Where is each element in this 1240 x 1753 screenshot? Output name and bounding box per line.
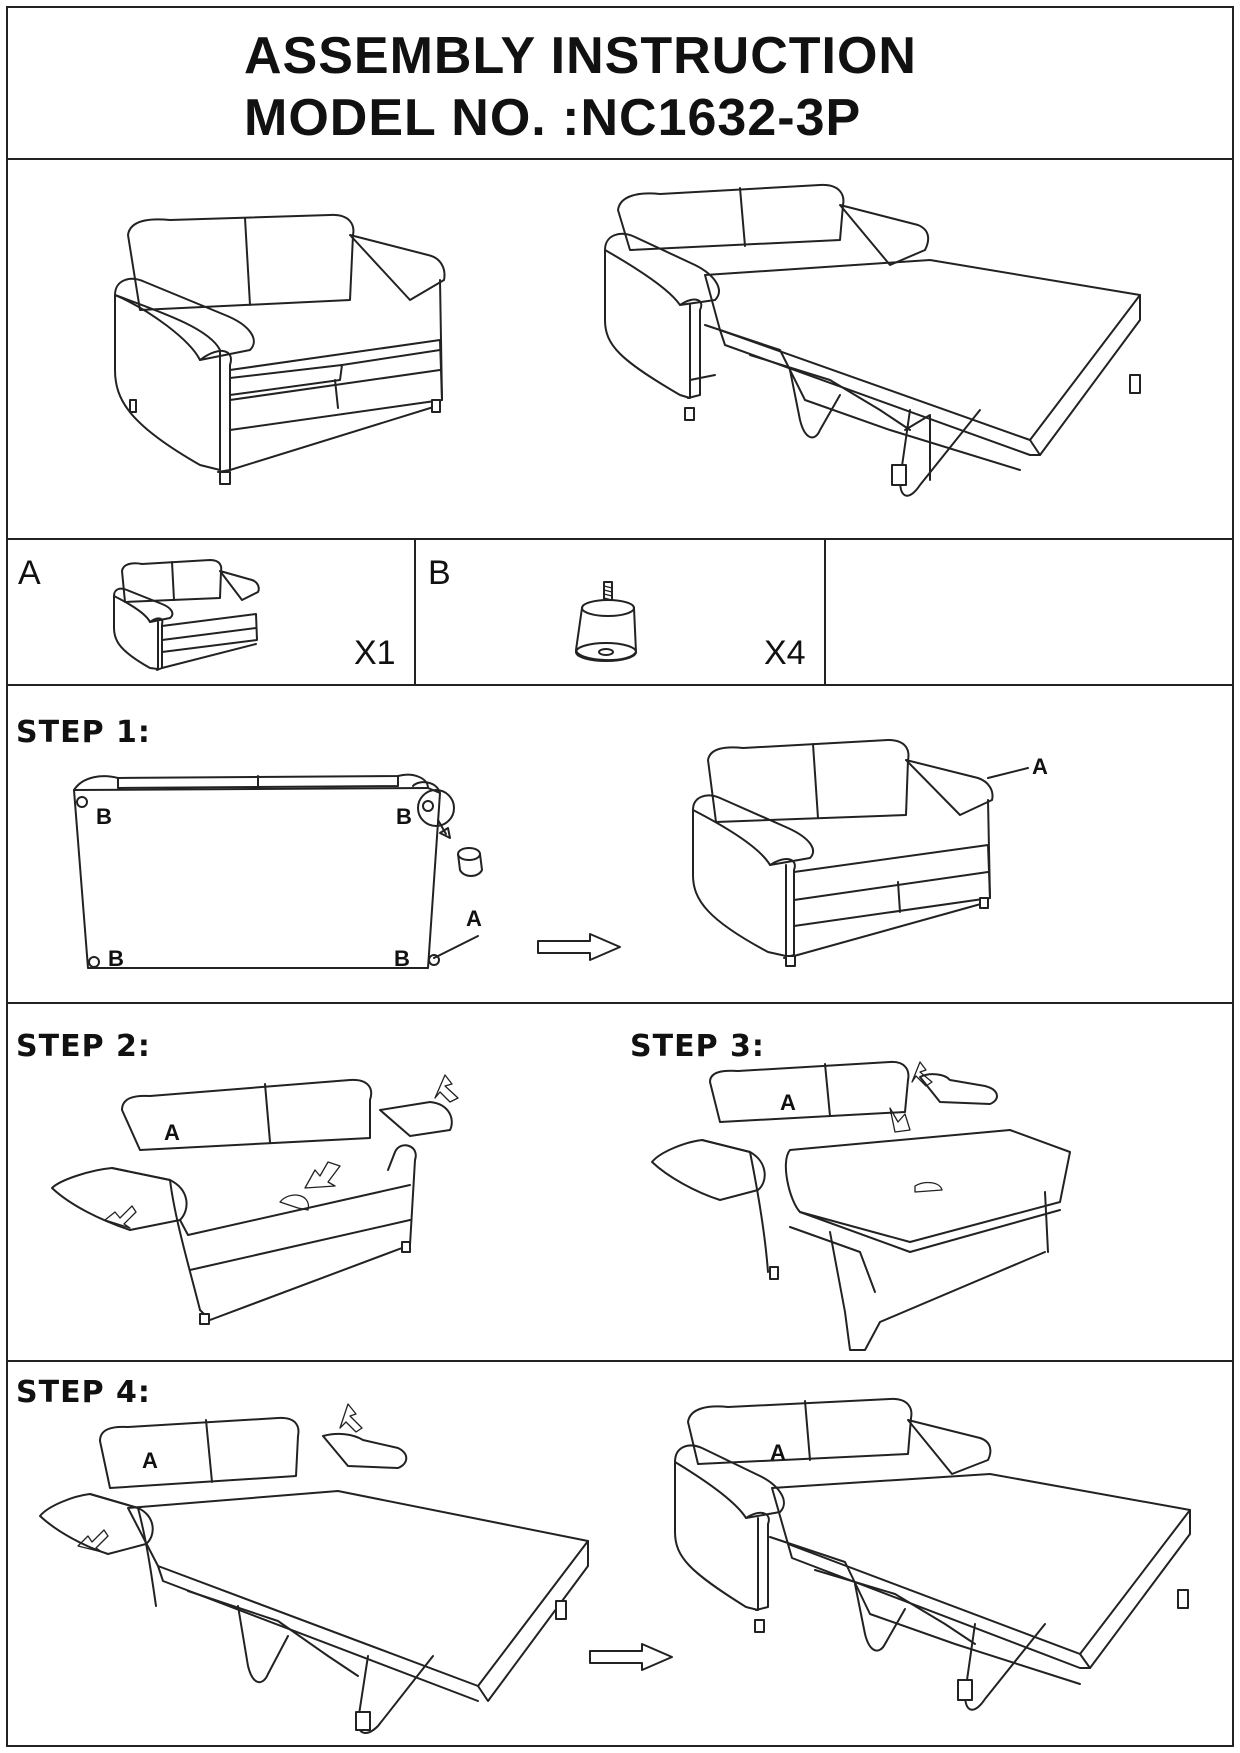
sofa-bed-open-illustration xyxy=(604,183,1141,497)
callout-a: A xyxy=(164,1120,180,1145)
step-2-label: STEP 2: xyxy=(16,1029,151,1064)
callout-b: B xyxy=(394,946,410,971)
callout-b: B xyxy=(108,946,124,971)
divider xyxy=(6,1360,1234,1362)
part-b-letter: B xyxy=(428,554,451,592)
page-frame xyxy=(6,6,1234,1747)
part-a-letter: A xyxy=(18,554,41,592)
step-4-result-sofa-bed-illustration xyxy=(674,1397,1191,1711)
callout-a: A xyxy=(1032,754,1048,779)
right-arrow-icon xyxy=(537,933,621,961)
divider xyxy=(6,684,1234,686)
divider xyxy=(6,1002,1234,1004)
step-1-bottom-view-illustration xyxy=(73,773,483,969)
divider xyxy=(6,158,1234,160)
sofa-icon xyxy=(113,559,260,671)
callout-a: A xyxy=(466,906,482,931)
step-4-unfold-bed-illustration xyxy=(39,1403,589,1734)
callout-b: B xyxy=(96,804,112,829)
callout-a: A xyxy=(770,1440,786,1465)
callout-a: A xyxy=(142,1448,158,1473)
foot-peg-icon xyxy=(575,581,637,662)
step-2-remove-cushions-illustration xyxy=(51,1074,459,1325)
divider xyxy=(6,538,1234,540)
step-3-pull-out-bed-illustration xyxy=(651,1060,1071,1351)
document-title: ASSEMBLY INSTRUCTION xyxy=(244,27,917,85)
model-number: MODEL NO. :NC1632-3P xyxy=(244,89,862,147)
right-arrow-icon xyxy=(589,1643,673,1671)
part-a-quantity: X1 xyxy=(354,634,396,672)
sofa-closed-illustration xyxy=(114,213,446,485)
divider xyxy=(824,538,826,684)
callout-a: A xyxy=(780,1090,796,1115)
part-b-quantity: X4 xyxy=(764,634,806,672)
step-4-label: STEP 4: xyxy=(16,1375,151,1410)
step-1-label: STEP 1: xyxy=(16,715,151,750)
step-1-result-sofa-illustration xyxy=(692,739,1029,967)
divider xyxy=(414,538,416,684)
callout-b: B xyxy=(396,804,412,829)
step-3-label: STEP 3: xyxy=(630,1029,765,1064)
